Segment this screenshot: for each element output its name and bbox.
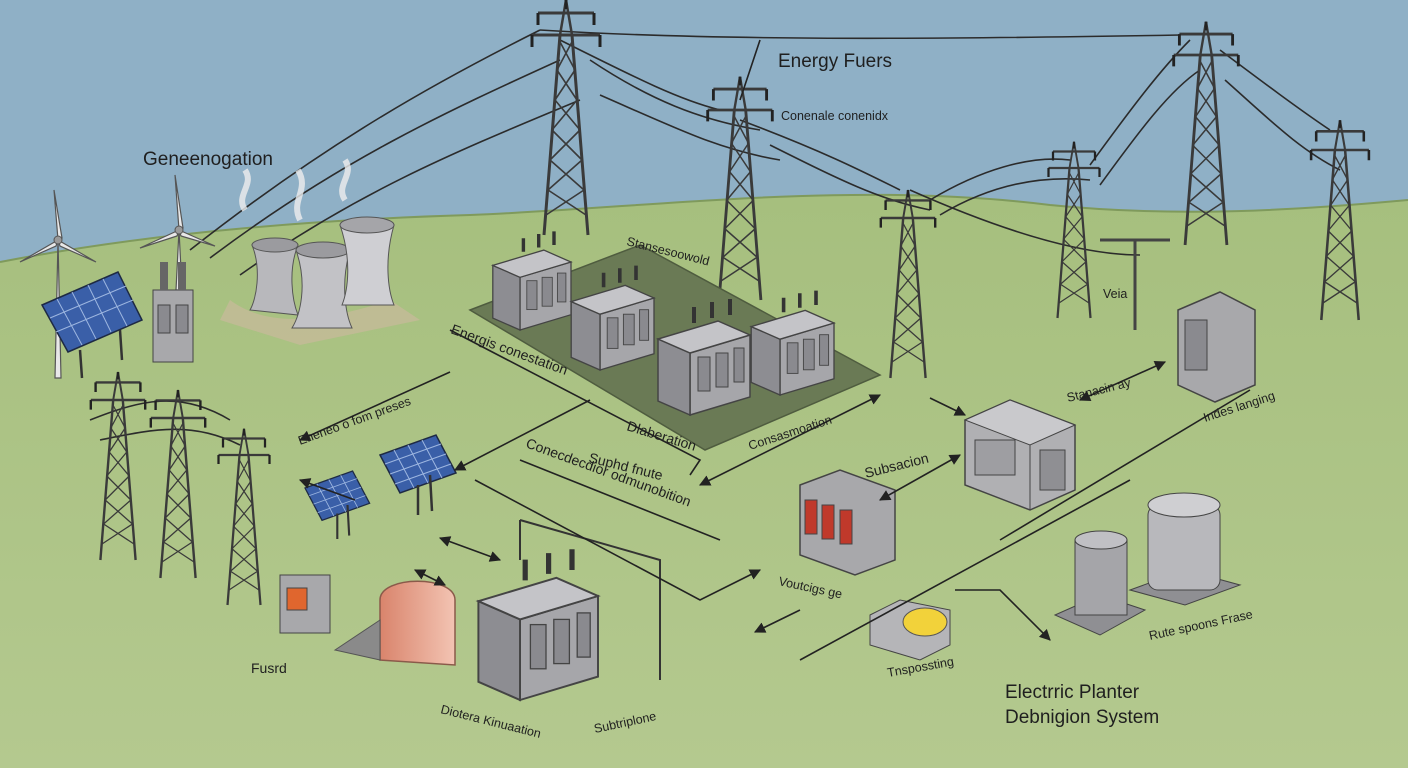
distribution-transformer bbox=[478, 519, 661, 700]
meter-box bbox=[279, 574, 331, 634]
label-conenale: Conenale conenidx bbox=[781, 109, 889, 123]
cooling-towers bbox=[220, 158, 420, 345]
label-energy-fuers: Energy Fuers bbox=[778, 51, 892, 72]
wind-turbines bbox=[19, 174, 216, 379]
flow-arrows bbox=[298, 39, 1251, 661]
title-line-1: Electrric Planter bbox=[1005, 682, 1140, 703]
generation-transformer bbox=[152, 262, 194, 363]
solar-panel-generation bbox=[40, 271, 144, 379]
substation-transformer-red bbox=[799, 469, 896, 576]
label-generation: Geneenogation bbox=[143, 149, 273, 170]
capacitor-unit bbox=[869, 599, 951, 661]
storage-tanks bbox=[1053, 492, 1242, 636]
label-fusrd: Fusrd bbox=[251, 660, 287, 676]
substation-cabinet bbox=[963, 399, 1077, 511]
label-veia: Veia bbox=[1103, 287, 1127, 301]
title-line-2: Debnigion System bbox=[1005, 707, 1159, 728]
pole-transformer bbox=[1100, 238, 1256, 403]
